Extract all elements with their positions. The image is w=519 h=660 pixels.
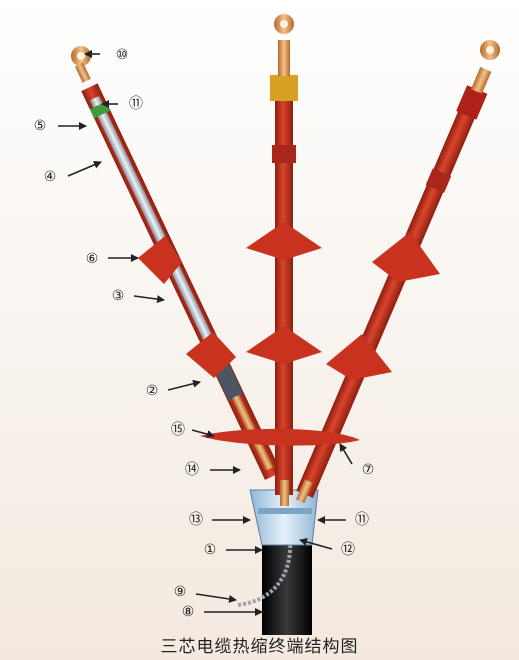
center-copper-conductor xyxy=(280,480,289,506)
callout-8: ⑧ xyxy=(182,604,195,620)
outer-cable-sheath xyxy=(262,540,312,635)
callout-9: ⑨ xyxy=(174,584,187,600)
callout-3: ③ xyxy=(112,288,125,304)
callout-7: ⑦ xyxy=(362,462,375,478)
diagram-caption: 三芯电缆热缩终端结构图 xyxy=(0,632,519,657)
callout-15: ⑮ xyxy=(171,422,185,438)
center-lug-barrel xyxy=(278,40,290,76)
callout-13: ⑬ xyxy=(189,512,203,528)
center-yellow-sealant xyxy=(270,75,298,101)
callout-12: ⑫ xyxy=(341,542,355,558)
right-lug-hole xyxy=(486,46,494,54)
center-lug-hole xyxy=(280,20,288,28)
callout-10: ⑩ xyxy=(116,47,129,63)
callout-2: ② xyxy=(146,383,159,399)
glove-band xyxy=(258,508,312,514)
left-lug-hole xyxy=(77,52,85,60)
callout-11-top: ⑪ xyxy=(129,96,143,112)
callout-6: ⑥ xyxy=(86,251,99,267)
callout-1: ① xyxy=(204,542,217,558)
callout-5: ⑤ xyxy=(34,118,47,134)
callout-4: ④ xyxy=(44,169,57,185)
callout-11-bottom: ⑪ xyxy=(355,512,369,528)
callout-14: ⑭ xyxy=(185,462,199,478)
center-seal-band xyxy=(272,145,296,163)
